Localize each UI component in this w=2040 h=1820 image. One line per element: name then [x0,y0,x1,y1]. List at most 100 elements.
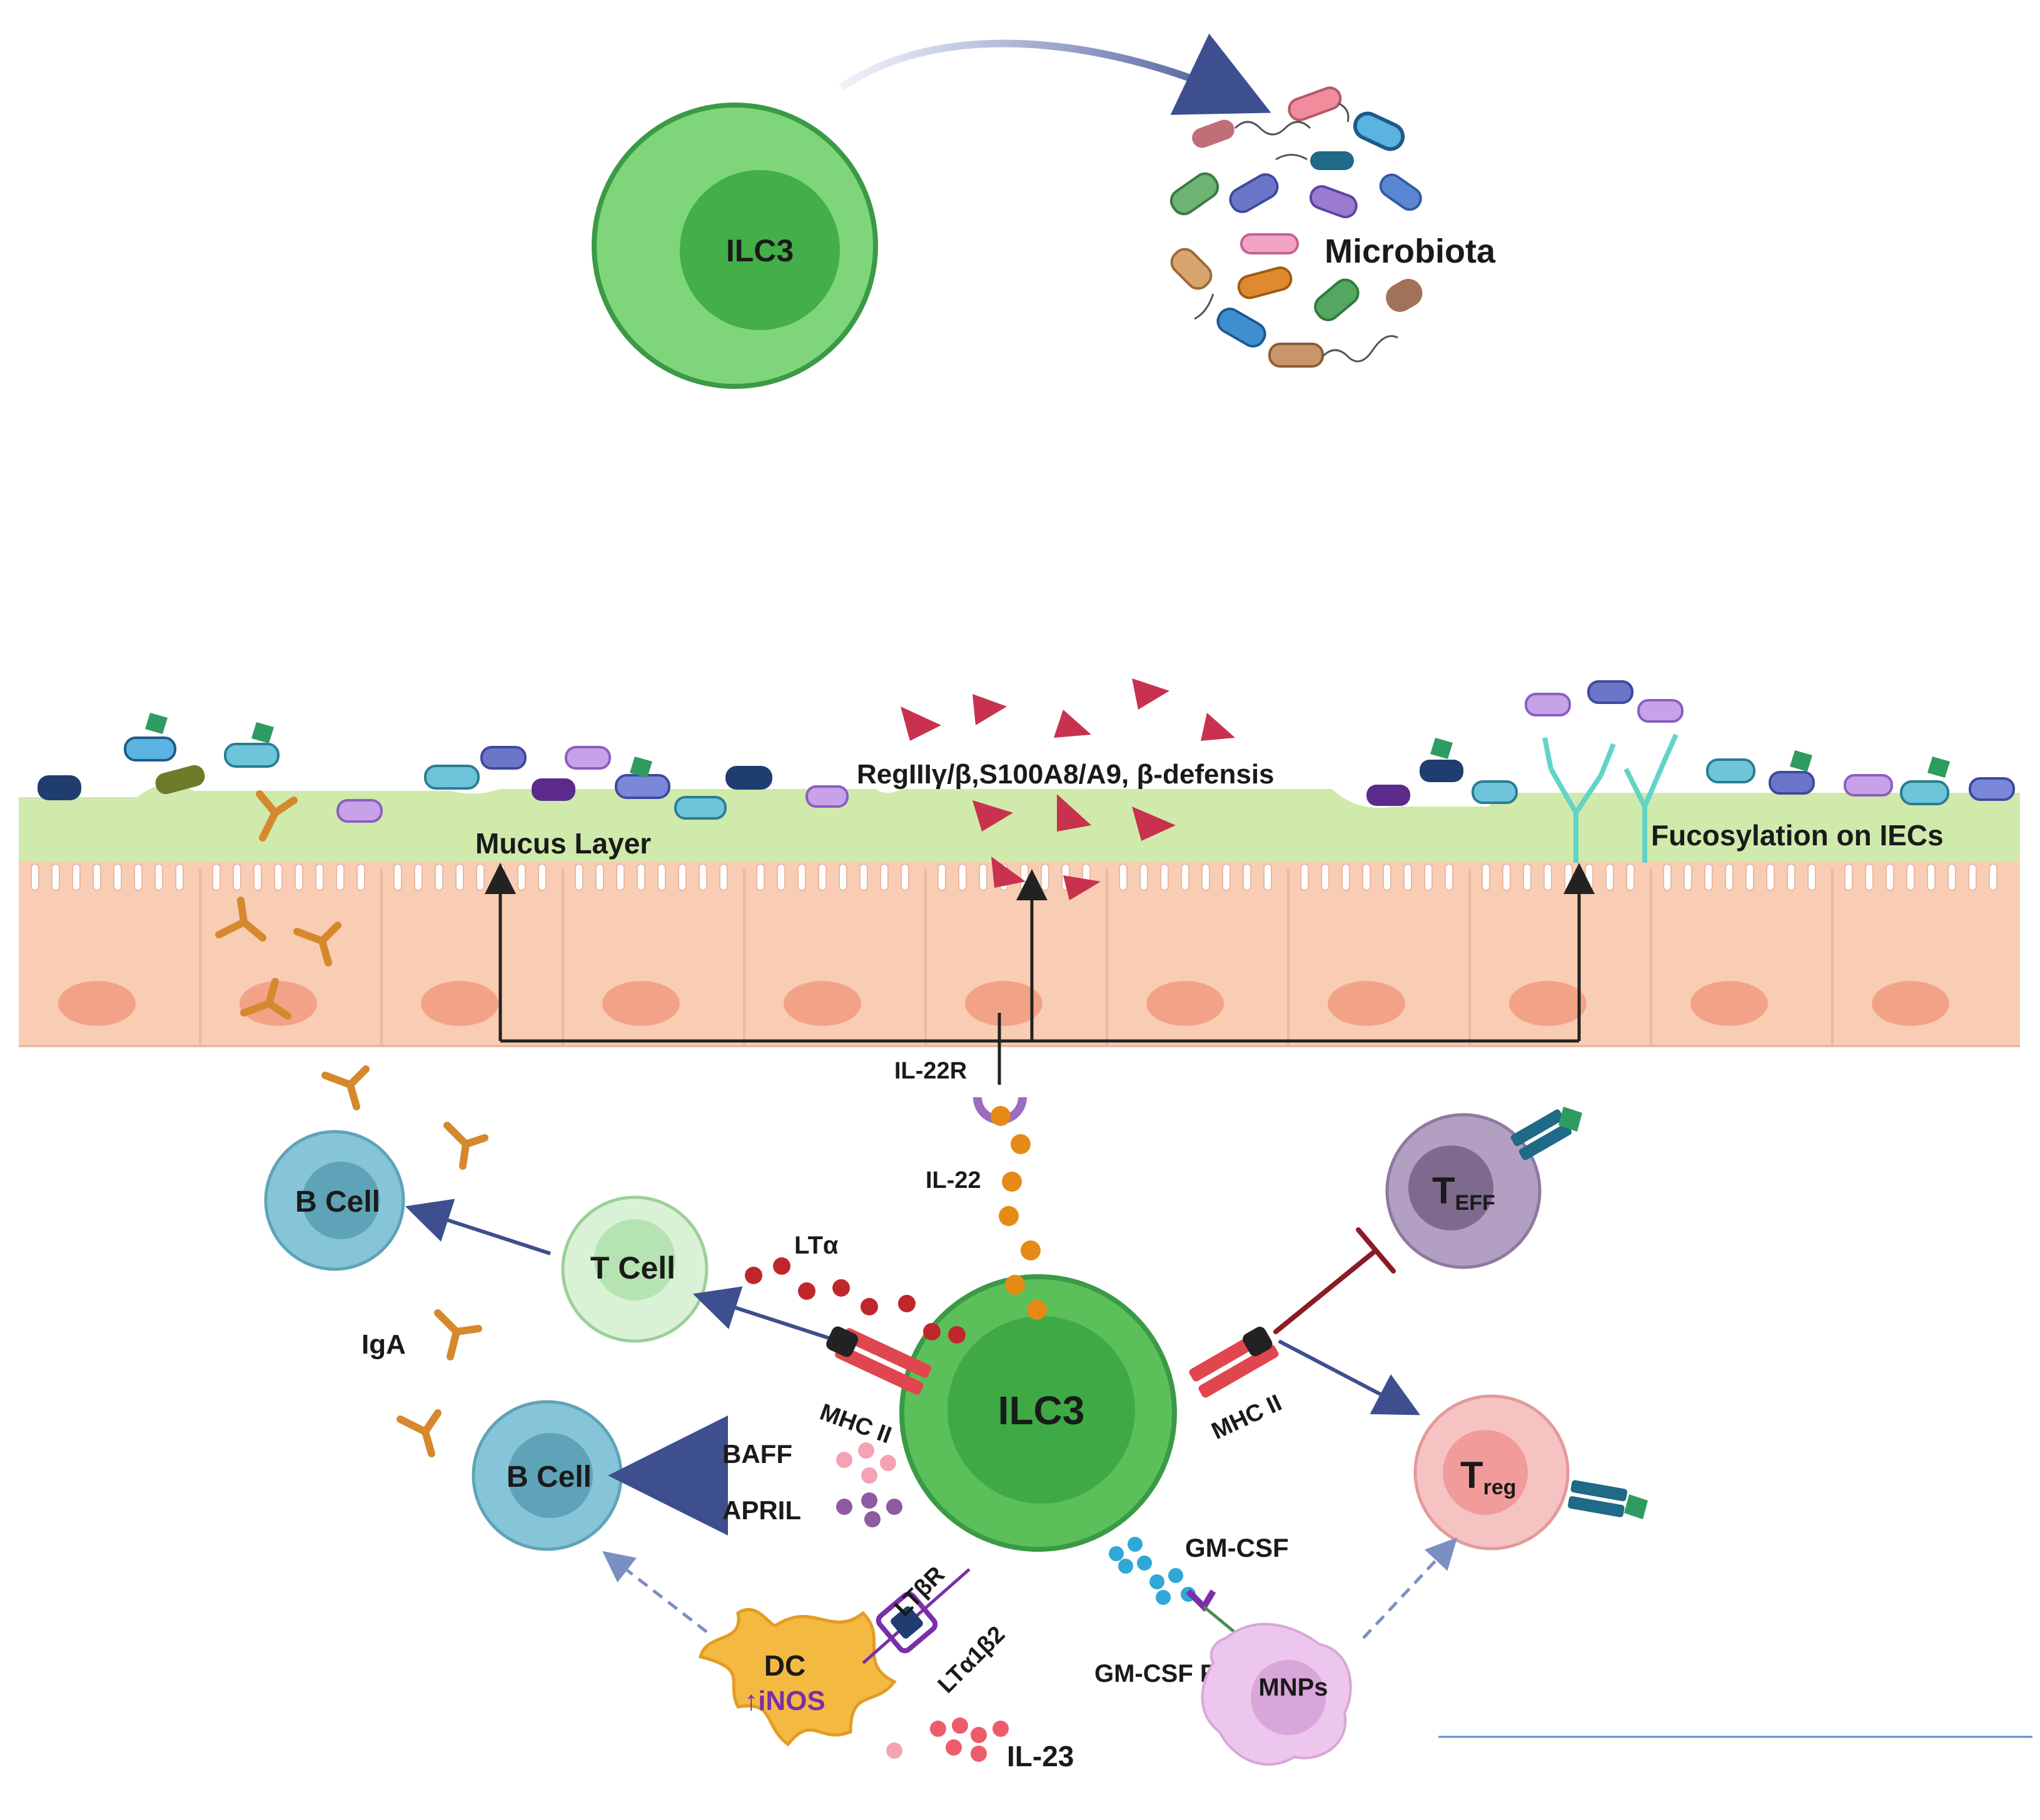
il22-dots [991,1106,1047,1320]
il22-label: IL-22 [926,1167,981,1194]
microvillus [356,863,365,891]
microvillus [134,863,143,891]
microvillus [455,863,464,891]
microvillus [253,863,262,891]
b-cell-top-label: B Cell [295,1185,380,1219]
il23-dots [886,1717,1009,1762]
amp-label: RegIIIγ/β,S100A8/A9, β-defensis [857,759,1275,790]
microvillus [657,863,666,891]
microvillus [476,863,485,891]
epithelial-nucleus [602,981,680,1026]
microvillus [595,863,604,891]
mhc-right-label: MHC II [1208,1390,1286,1445]
microvillus [1243,863,1251,891]
microvillus [93,863,101,891]
microvillus [979,863,987,891]
microvillus [1906,863,1915,891]
b-cell-bottom-label: B Cell [507,1461,592,1494]
microvillus [1482,863,1490,891]
mhc-right [1189,1327,1279,1398]
microvillus [1362,863,1371,891]
t-cell-label: T Cell [590,1250,675,1285]
microvillus [958,863,967,891]
microvillus [1300,863,1309,891]
microvillus [1523,863,1532,891]
microvillus [1663,863,1672,891]
il23-label: IL-23 [1007,1740,1074,1772]
top-ilc3-label: ILC3 [726,233,794,268]
microvillus [1424,863,1433,891]
microvillus [1844,863,1853,891]
il22-signal-arrows [485,863,1595,1085]
iga-label: IgA [361,1329,406,1360]
microvillus [719,863,728,891]
teff-main: T [1432,1170,1455,1212]
mucus-layer [19,784,2020,862]
mucus-layer-label: Mucus Layer [475,827,651,860]
gmcsf-label: GM-CSF [1185,1533,1289,1562]
microbiota-cluster [1169,86,1423,368]
microvillus [336,863,345,891]
t-cell: T Cell [561,1195,709,1343]
lta-label: LTα [794,1232,839,1259]
microvillus [839,863,847,891]
microvillus [1139,863,1148,891]
microvillus [1886,863,1894,891]
central-ilc3-cell: ILC3 [899,1274,1177,1552]
microvillus [1119,863,1128,891]
gmcsf-dots [1109,1537,1196,1605]
epithelial-nucleus [1146,981,1224,1026]
microvillus [315,863,324,891]
svg-text:TEFF: TEFF [1432,1170,1495,1215]
microvillus [1445,863,1453,891]
microvillus [414,863,423,891]
microvillus [1564,863,1573,891]
amp-triangles [901,678,1235,900]
microvillus [1341,863,1350,891]
microvillus [937,863,946,891]
microvillus [901,863,909,891]
dendritic-cell: DC ↑iNOS [698,1607,897,1747]
teff-cell: TEFF [1385,1107,1582,1269]
microvillus [699,863,707,891]
microvillus [1160,863,1169,891]
epithelium-band [19,862,2020,1047]
ilc3-to-treg-arrow [1278,1339,1420,1415]
microvillus [233,863,241,891]
microvillus [538,863,547,891]
microvillus [1383,863,1391,891]
microvillus [1968,863,1977,891]
microvillus [295,863,303,891]
microvillus [393,863,402,891]
microvillus [616,863,625,891]
b-cell-top: B Cell [264,1130,405,1271]
top-ilc3-cell: ILC3 [592,103,878,389]
epithelial-nucleus [965,981,1043,1026]
microvillus [1704,863,1713,891]
luminal-bacteria [38,680,2015,823]
microvillus [1403,863,1412,891]
microvillus [678,863,687,891]
microvillus [1725,863,1734,891]
epithelial-nucleus [1872,981,1949,1026]
microvillus [1502,863,1511,891]
microvillus [756,863,765,891]
microvillus [637,863,645,891]
epithelial-nucleus [784,981,861,1026]
ltbr-receptor [876,1591,938,1654]
inos-label: ↑iNOS [744,1686,826,1716]
microvillus [435,863,443,891]
treg-sub: reg [1483,1476,1517,1499]
fucosylation-label: Fucosylation on IECs [1651,819,1944,852]
microvillus [1605,863,1614,891]
epithelial-nucleus [1690,981,1768,1026]
epithelial-nucleus [240,981,317,1026]
microvillus [1020,863,1029,891]
epithelial-nucleus [58,981,136,1026]
epithelial-nucleus [1509,981,1587,1026]
inhibit-teff [1273,1227,1396,1334]
mnps-label: MNPs [1258,1674,1328,1701]
central-ilc3-label: ILC3 [998,1388,1085,1433]
april-label: APRIL [722,1496,801,1525]
microvillus [72,863,81,891]
